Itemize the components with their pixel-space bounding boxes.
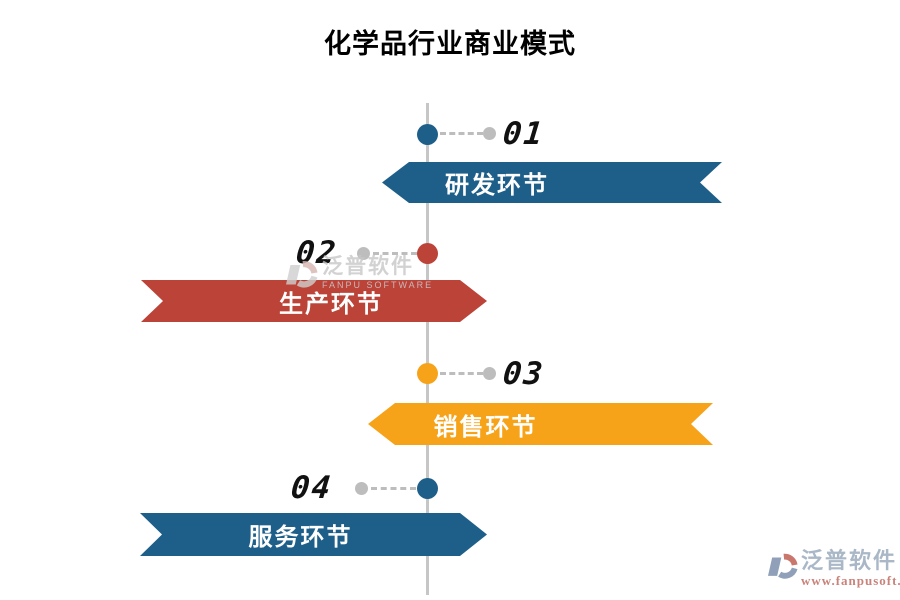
step-number-3: 03 xyxy=(501,356,547,392)
connector-dashed-line-4 xyxy=(371,487,416,490)
ribbon-label-production: 生产环节 xyxy=(279,290,383,318)
step-number-4: 04 xyxy=(289,470,335,506)
connector-end-dot-2 xyxy=(357,247,370,260)
ribbon-label-sales: 销售环节 xyxy=(433,413,538,441)
step-number-1: 01 xyxy=(501,116,547,152)
footer-brand-url: www.fanpusoft.com xyxy=(801,573,900,588)
ribbon-label-rd: 研发环节 xyxy=(445,172,549,199)
watermark-brand-text: 泛普软件 xyxy=(322,255,414,278)
connector-end-dot-1 xyxy=(483,127,496,140)
watermark-sub-text: FANPU SOFTWARE xyxy=(322,280,434,290)
center-watermark: 泛普软件 FANPU SOFTWARE xyxy=(286,256,433,295)
connector-dashed-line-3 xyxy=(440,372,483,375)
footer-brand-text: 泛普软件 xyxy=(801,548,898,573)
connector-end-dot-3 xyxy=(483,367,496,380)
timeline-node-dot-1 xyxy=(417,124,438,145)
ribbon-banner-sales: 销售环节 xyxy=(368,403,713,445)
ribbon-banner-production: 生产环节 xyxy=(141,280,487,322)
ribbon-banner-rd: 研发环节 xyxy=(382,162,722,203)
ribbon-banner-service: 服务环节 xyxy=(140,513,487,556)
ribbon-label-service: 服务环节 xyxy=(248,524,353,551)
timeline-node-dot-2 xyxy=(417,243,438,264)
connector-dashed-line-2 xyxy=(373,252,417,255)
page-title: 化学品行业商业模式 xyxy=(324,29,576,60)
connector-dashed-line-1 xyxy=(440,132,483,135)
timeline-spine xyxy=(426,103,429,595)
timeline-node-dot-4 xyxy=(417,478,438,499)
footer-brand-logo: 泛普软件 www.fanpusoft.com xyxy=(768,549,900,588)
connector-end-dot-4 xyxy=(355,482,368,495)
fanpu-logo-icon xyxy=(286,256,318,295)
timeline-node-dot-3 xyxy=(417,363,438,384)
fanpu-logo-icon xyxy=(768,549,798,586)
